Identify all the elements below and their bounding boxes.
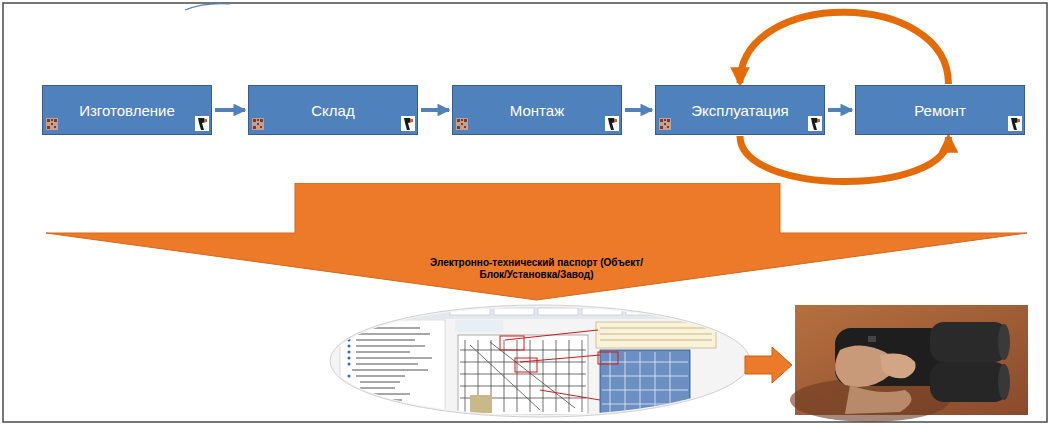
passport-arrow: Электронно-технический паспорт (Объект/Б…: [45, 183, 1028, 303]
stage-label: Ремонт: [914, 102, 966, 119]
frame-border: [3, 3, 1047, 422]
process-box: Монтаж: [452, 85, 622, 135]
cycle-arrow: [740, 12, 949, 84]
stage-label: Изготовление: [79, 102, 175, 119]
corner-arc: [185, 4, 230, 10]
stage-label: Склад: [311, 102, 354, 119]
orange-arrow: [745, 347, 792, 383]
flow-arrow: [625, 108, 652, 112]
stage-label: Монтаж: [510, 102, 564, 119]
passport-title: Электронно-технический паспорт (Объект/Б…: [422, 257, 652, 281]
down-arrow-shape: [45, 183, 1028, 303]
arrow-outline: [46, 183, 1027, 300]
software-screenshot: [330, 305, 750, 417]
scanner-photo: [790, 305, 1028, 422]
flow-arrow: [215, 108, 245, 112]
flow-arrow: [421, 108, 449, 112]
cycle-arrow: [740, 136, 949, 182]
process-box: Склад: [248, 85, 418, 135]
process-box: Изготовление: [42, 85, 212, 135]
process-box: Ремонт: [855, 85, 1025, 135]
stage-label: Эксплуатация: [691, 102, 788, 119]
text-holder: Электронно-технический паспорт (Объект/Б…: [45, 257, 1028, 282]
process-box: Эксплуатация: [655, 85, 825, 135]
flow-arrow: [828, 108, 852, 112]
